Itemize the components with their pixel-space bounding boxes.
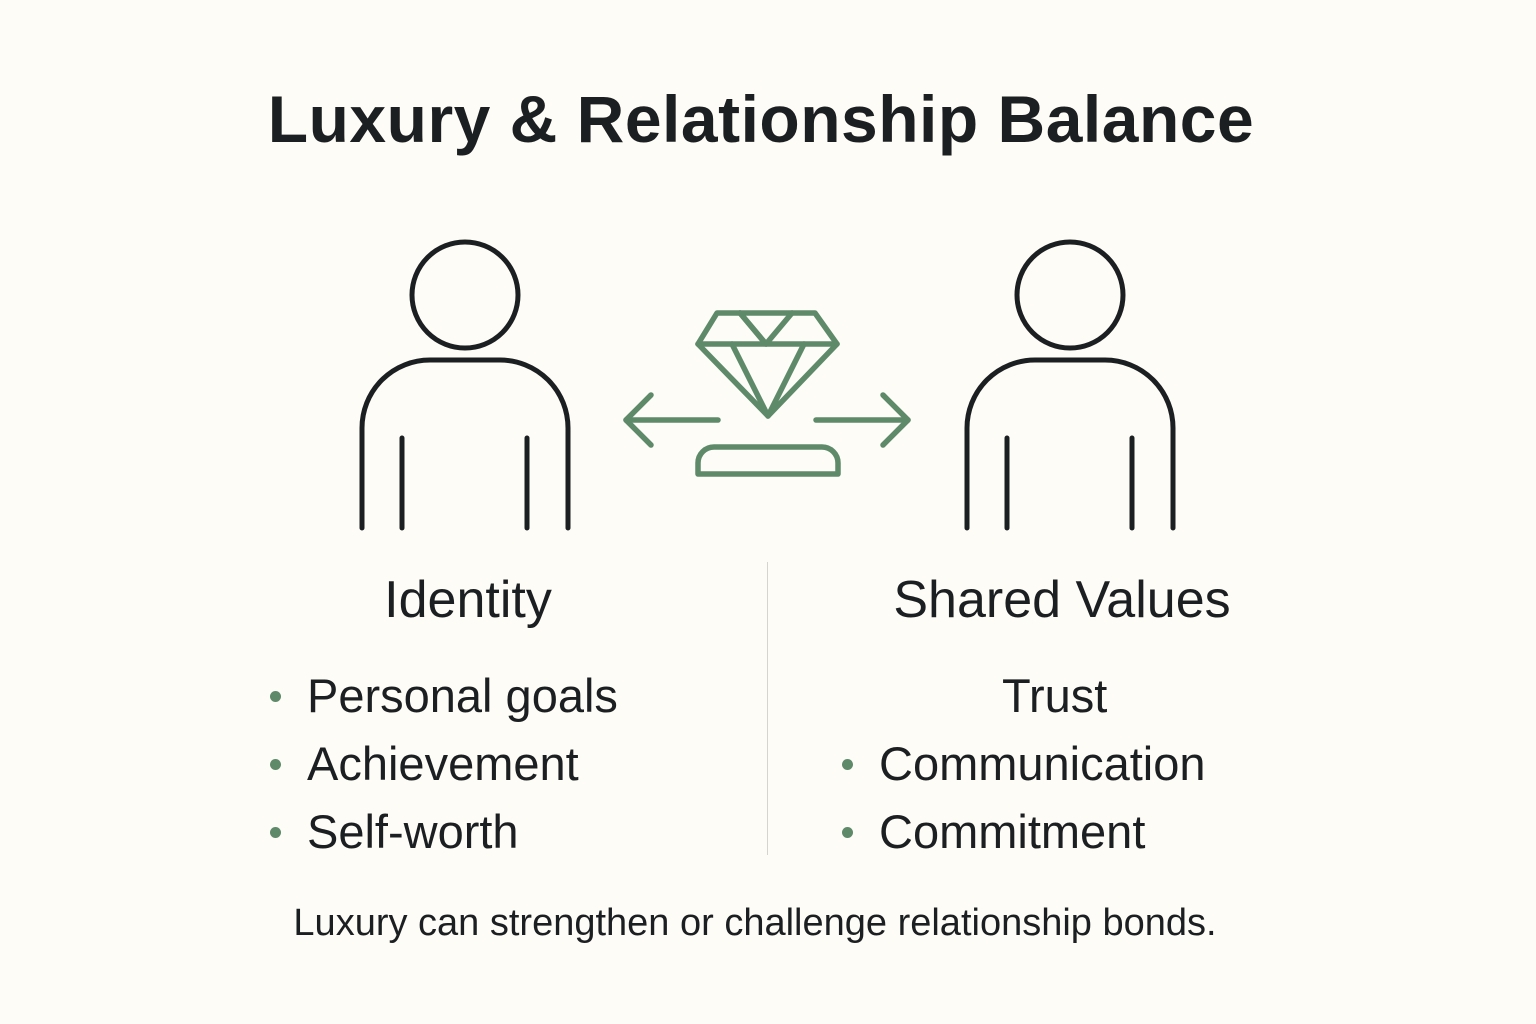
identity-heading: Identity bbox=[384, 571, 552, 629]
list-item: Achievement bbox=[264, 730, 618, 798]
identity-list: Personal goals Achievement Self-worth bbox=[264, 662, 618, 866]
person-outline-icon bbox=[963, 238, 1177, 532]
bullet-dot-icon bbox=[270, 690, 281, 702]
diamond-balance-group bbox=[620, 308, 916, 484]
shared-values-heading: Shared Values bbox=[893, 571, 1231, 629]
person-outline-icon bbox=[358, 238, 572, 532]
list-item: Trust bbox=[836, 662, 1206, 730]
bullet-dot-icon bbox=[270, 826, 281, 838]
list-item: Commitment bbox=[836, 798, 1206, 866]
list-item-label: Achievement bbox=[307, 737, 579, 790]
list-item: Communication bbox=[836, 730, 1206, 798]
footer-caption: Luxury can strengthen or challenge relat… bbox=[293, 902, 1217, 944]
list-item: Self-worth bbox=[264, 798, 618, 866]
list-item-label: Self-worth bbox=[307, 805, 519, 858]
diagram-title: Luxury & Relationship Balance bbox=[267, 82, 1255, 156]
list-item-label: Personal goals bbox=[307, 669, 618, 722]
list-item-label: Commitment bbox=[879, 805, 1146, 858]
diamond-icon bbox=[695, 310, 840, 419]
arrow-right-icon bbox=[813, 392, 911, 448]
bullet-dot-icon bbox=[842, 758, 853, 770]
arrow-left-icon bbox=[623, 392, 721, 448]
bullet-dot-icon bbox=[270, 758, 281, 770]
pedestal-icon bbox=[695, 444, 841, 477]
list-item-label: Trust bbox=[1002, 669, 1108, 722]
column-divider bbox=[767, 562, 768, 855]
bullet-dot-icon bbox=[842, 826, 853, 838]
shared-values-list: Trust Communication Commitment bbox=[836, 662, 1206, 866]
list-item: Personal goals bbox=[264, 662, 618, 730]
list-item-label: Communication bbox=[879, 737, 1206, 790]
